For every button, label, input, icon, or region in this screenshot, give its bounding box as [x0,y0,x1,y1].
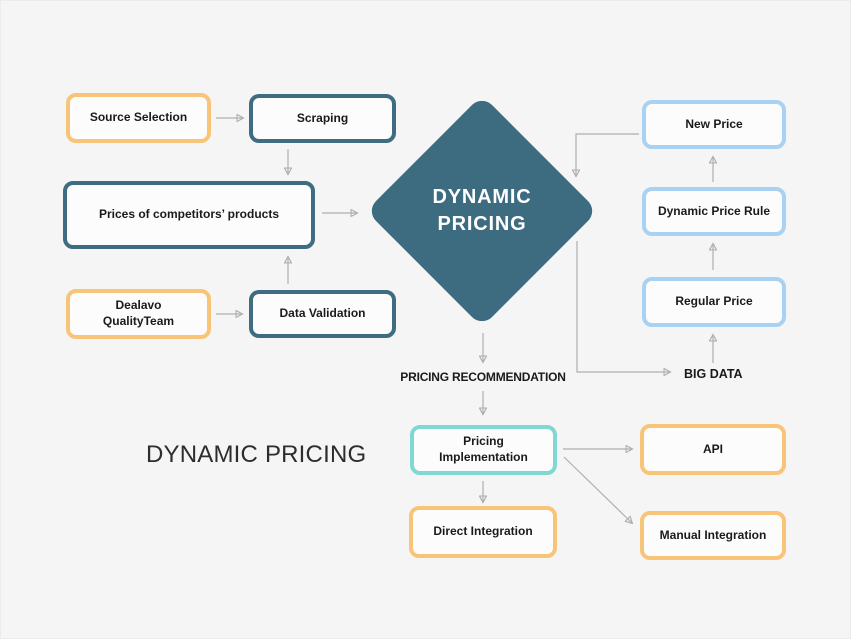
node-dealavo-line2: QualityTeam [102,314,175,328]
node-source-selection-label: Source Selection [89,110,188,125]
node-scraping: Scraping [249,94,396,143]
node-manual-integration: Manual Integration [640,511,786,560]
dynamic-pricing-diamond-label: DYNAMIC PRICING [400,129,564,293]
node-new-price: New Price [642,100,786,149]
connector-newprice-to-diamond [576,133,639,176]
node-pricing-implementation-label: Pricing Implementation [439,434,528,464]
node-regular-price: Regular Price [642,277,786,327]
node-scraping-label: Scraping [296,110,349,125]
node-api: API [640,424,786,475]
node-source-selection: Source Selection [66,93,211,143]
node-data-validation-label: Data Validation [279,306,366,321]
pricing-recommendation-label: PRICING RECOMMENDATION [400,370,566,384]
node-data-validation: Data Validation [249,290,396,338]
node-dealavo-line1: Dealavo [115,298,162,313]
node-dynamic-price-rule: Dynamic Price Rule [642,187,786,236]
big-data-label: BIG DATA [684,367,743,381]
node-api-label: API [702,441,723,456]
connector-impl-to-manual [563,456,632,523]
node-new-price-label: New Price [685,116,743,131]
node-manual-integration-label: Manual Integration [659,527,767,542]
node-regular-price-label: Regular Price [675,294,753,309]
node-prices-of-competitors-products: Prices of competitors’ products [63,181,315,249]
diamond-label-line2: PRICING [437,213,527,235]
page-title: DYNAMIC PRICING [146,441,367,468]
node-direct-integration-label: Direct Integration [433,524,533,539]
node-direct-integration: Direct Integration [409,506,557,558]
node-pricing-implementation: Pricing Implementation [410,425,557,475]
node-dealavo-quality-team: Dealavo QualityTeam [66,289,211,339]
node-dynamic-price-rule-label: Dynamic Price Rule [657,203,771,218]
node-prices-label: Prices of competitors’ products [98,207,280,222]
diamond-label-line1: DYNAMIC [432,186,532,208]
